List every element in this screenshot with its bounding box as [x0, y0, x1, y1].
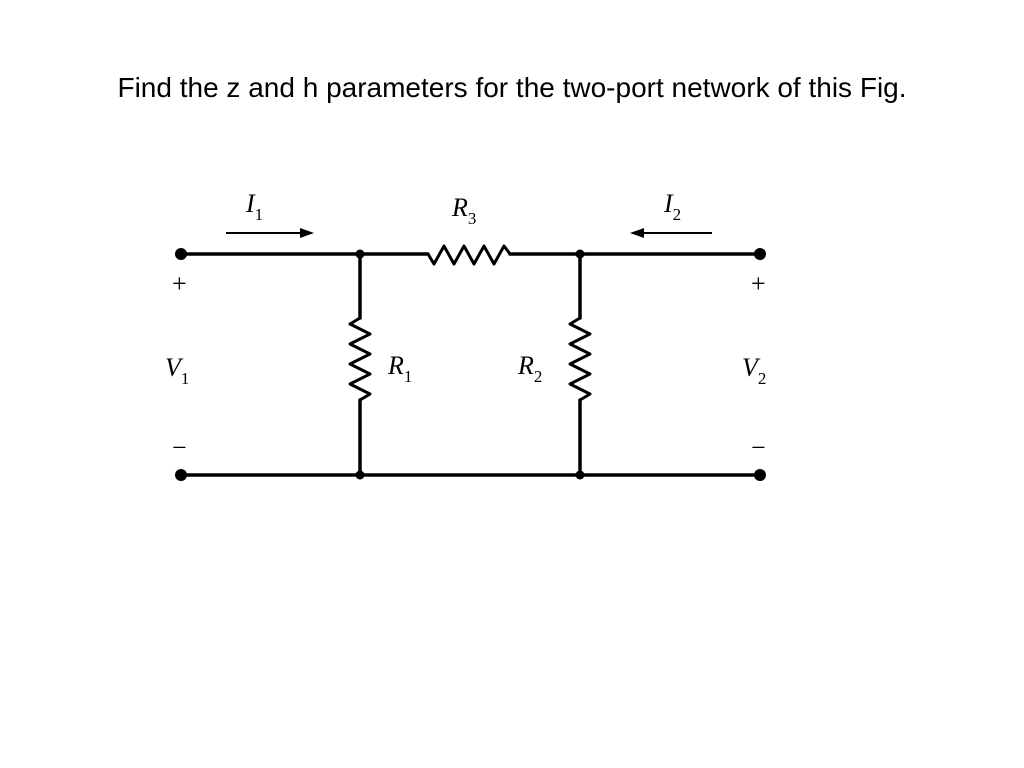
- label-r2: R2: [517, 351, 542, 386]
- node-bottom-left: [355, 470, 365, 480]
- label-r3-subscript: 3: [468, 209, 477, 228]
- port2-bottom-terminal: [754, 469, 766, 481]
- label-v1: V1: [165, 353, 189, 388]
- label-v2-symbol: V: [742, 353, 761, 382]
- i1-arrow-head: [300, 228, 314, 238]
- label-i2: I2: [663, 189, 681, 224]
- label-r3-symbol: R: [451, 193, 468, 222]
- port2-minus-sign: −: [751, 433, 766, 462]
- label-i1-symbol: I: [245, 189, 256, 218]
- resistor-r3: [426, 244, 512, 266]
- label-r2-symbol: R: [517, 351, 534, 380]
- port1-plus-sign: +: [172, 269, 187, 298]
- resistor-r1: [348, 316, 372, 402]
- port2-plus-sign: +: [751, 269, 766, 298]
- port1-minus-sign: −: [172, 433, 187, 462]
- node-bottom-right: [575, 470, 585, 480]
- port1-top-terminal: [175, 248, 187, 260]
- label-r2-subscript: 2: [534, 367, 543, 386]
- node-top-right: [575, 249, 585, 259]
- port2-top-terminal: [754, 248, 766, 260]
- label-v1-symbol: V: [165, 353, 184, 382]
- label-v1-subscript: 1: [181, 369, 190, 388]
- label-i1: I1: [245, 189, 263, 224]
- label-v2: V2: [742, 353, 766, 388]
- label-r3: R3: [451, 193, 476, 228]
- label-r1-symbol: R: [387, 351, 404, 380]
- i2-arrow-head: [630, 228, 644, 238]
- label-i2-subscript: 2: [673, 205, 682, 224]
- node-top-left: [355, 249, 365, 259]
- label-i1-subscript: 1: [255, 205, 264, 224]
- label-r1: R1: [387, 351, 412, 386]
- label-r1-subscript: 1: [404, 367, 413, 386]
- slide-title: Find the z and h parameters for the two-…: [117, 72, 907, 103]
- label-i2-symbol: I: [663, 189, 674, 218]
- label-v2-subscript: 2: [758, 369, 767, 388]
- resistor-r2: [568, 316, 592, 402]
- port1-bottom-terminal: [175, 469, 187, 481]
